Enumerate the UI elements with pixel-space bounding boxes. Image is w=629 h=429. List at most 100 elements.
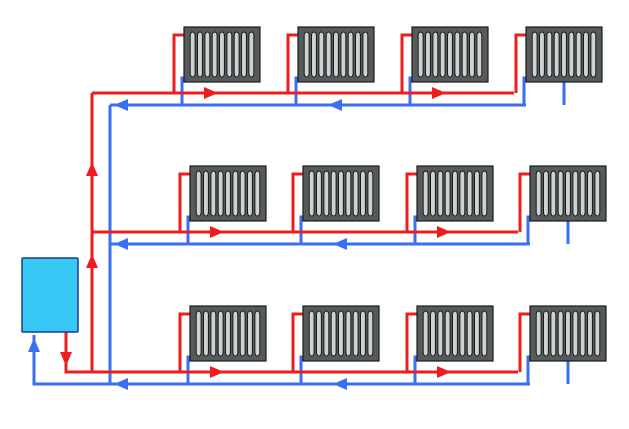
radiator-section (325, 31, 332, 78)
radiator-section (203, 170, 209, 217)
radiator (302, 305, 380, 362)
radiator-section (444, 310, 451, 357)
radiator-section (308, 170, 315, 217)
radiator (297, 26, 375, 83)
radiator (302, 165, 380, 222)
radiator-section (553, 31, 560, 78)
supply-branch (291, 312, 303, 372)
radiator-section (352, 170, 359, 217)
radiator-section (210, 170, 217, 217)
radiator-section (360, 310, 366, 357)
radiator-section (422, 310, 429, 357)
radiator-section (316, 310, 322, 357)
supply-branch (178, 172, 190, 232)
radiator-section (474, 310, 480, 357)
flow-arrows (28, 87, 451, 390)
radiator-section (355, 31, 361, 78)
return-arrow-left (114, 99, 128, 111)
return-branch (526, 355, 530, 384)
radiator (416, 165, 494, 222)
radiator (529, 305, 607, 362)
radiator-section (539, 31, 545, 78)
radiator-section (248, 31, 255, 78)
supply-branch (286, 33, 298, 93)
return-arrow-up (28, 338, 40, 352)
radiator-section (239, 310, 246, 357)
return-arrow-left (333, 238, 347, 250)
radiator-section (203, 310, 209, 357)
radiator-section (461, 31, 468, 78)
radiator-section (543, 310, 549, 357)
radiator-section (323, 170, 330, 217)
radiator-section (210, 310, 217, 357)
radiator-section (459, 170, 466, 217)
supply-arrow-up (86, 254, 98, 268)
return-arrow-left (328, 99, 342, 111)
radiator-section (417, 31, 424, 78)
radiator-section (432, 31, 439, 78)
radiator-section (459, 310, 466, 357)
supply-branch (518, 172, 530, 232)
radiator-section (454, 31, 461, 78)
supply-branch (405, 172, 417, 232)
return-pipes (32, 76, 570, 386)
radiator (183, 26, 261, 83)
return-branch (299, 215, 303, 244)
radiator-section (452, 310, 458, 357)
radiator-section (217, 310, 224, 357)
radiator-section (241, 31, 247, 78)
radiator-section (239, 170, 246, 217)
radiator-section (195, 170, 202, 217)
radiator-section (439, 31, 446, 78)
radiator-section (254, 170, 261, 217)
radiator-section (204, 31, 211, 78)
supply-arrow-right (432, 87, 446, 99)
return-branch (186, 215, 190, 244)
radiator-section (565, 170, 571, 217)
radiator-section (316, 170, 322, 217)
return-branch (186, 355, 190, 384)
radiator-section (469, 31, 475, 78)
return-branch (294, 76, 298, 105)
radiator-section (466, 310, 473, 357)
return-branch (299, 355, 303, 384)
return-branch (522, 76, 526, 105)
radiator-section (219, 31, 225, 78)
radiator-section (579, 170, 586, 217)
boiler-return-pipe (32, 335, 110, 386)
radiator-section (340, 31, 347, 78)
radiator-section (195, 310, 202, 357)
radiator-section (232, 170, 239, 217)
radiator-section (303, 31, 310, 78)
radiator-section (587, 170, 593, 217)
radiator-section (590, 31, 597, 78)
radiator-section (481, 310, 488, 357)
radiator-section (347, 31, 354, 78)
return-arrow-left (114, 378, 128, 390)
radiator-section (247, 310, 253, 357)
return-branch (526, 215, 530, 244)
radiator-section (437, 310, 444, 357)
return-branch (413, 355, 417, 384)
supply-arrow-right (437, 366, 451, 378)
radiator-section (338, 170, 344, 217)
supply-arrow-right (210, 366, 224, 378)
radiator-section (481, 170, 488, 217)
radiator-section (583, 31, 589, 78)
radiator (189, 305, 267, 362)
radiator-section (568, 31, 575, 78)
radiator-section (345, 170, 352, 217)
radiator-section (535, 310, 542, 357)
radiator-section (323, 310, 330, 357)
radiator-section (254, 310, 261, 357)
supply-arrow-right (204, 87, 218, 99)
radiator-section (430, 170, 436, 217)
return-branch (408, 76, 412, 105)
return-branch (413, 215, 417, 244)
radiator-section (476, 31, 483, 78)
radiator-section (217, 170, 224, 217)
supply-branch (178, 312, 190, 372)
radiator-section (225, 170, 231, 217)
radiator (416, 305, 494, 362)
radiator-section (557, 170, 564, 217)
